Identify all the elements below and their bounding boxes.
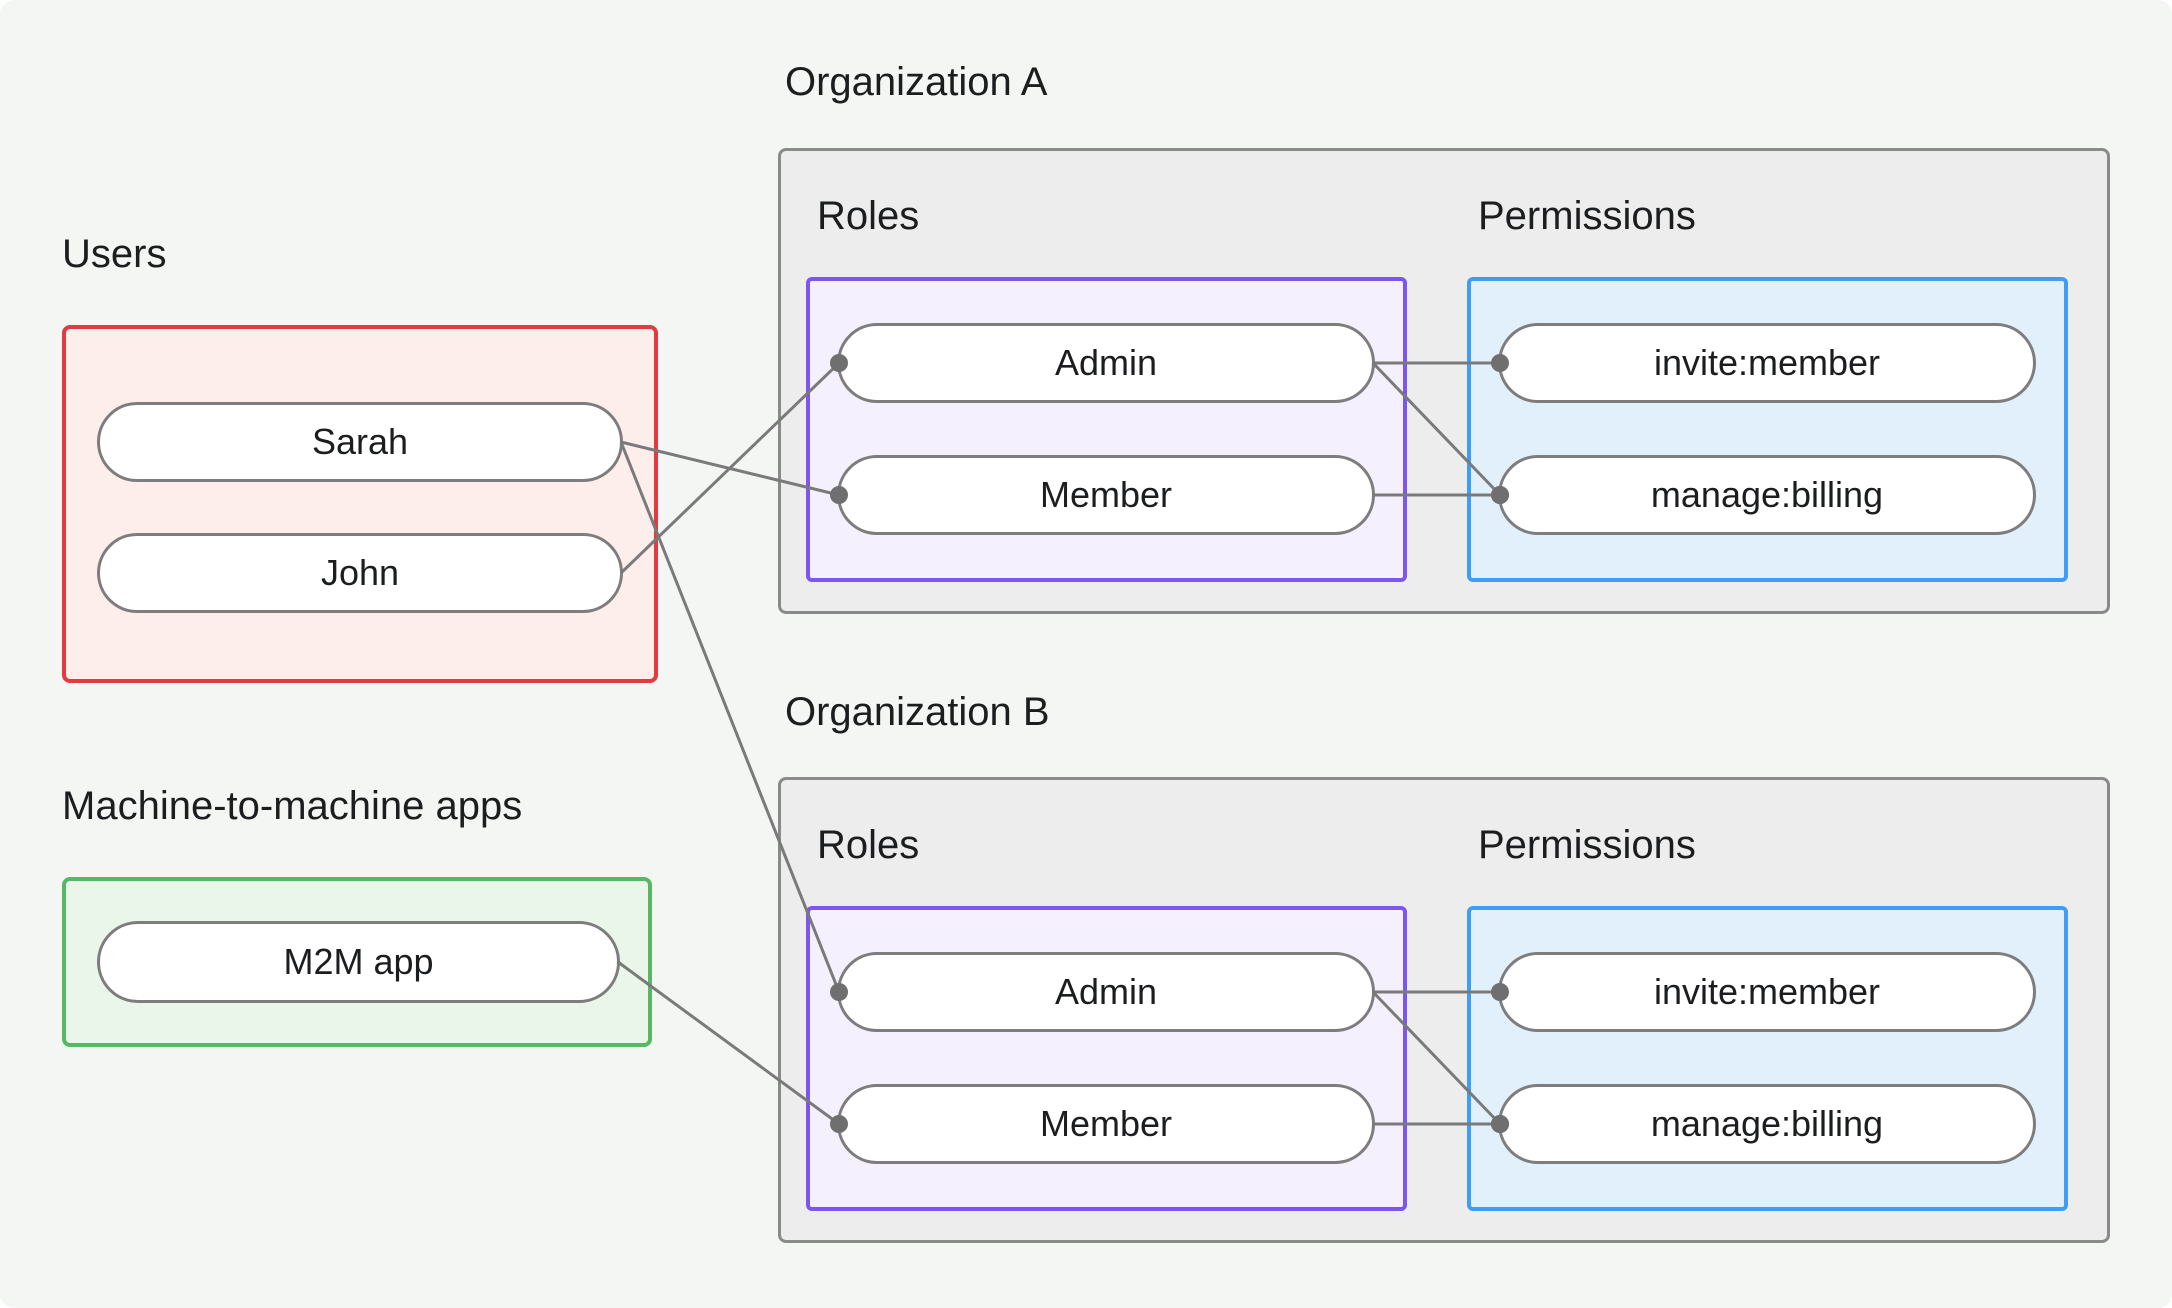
node-orgA-role-admin-label: Admin (1054, 342, 1158, 383)
node-user-sarah: Sarah (97, 402, 623, 482)
node-user-john-label: John (320, 552, 400, 593)
node-orgB-perm-billing: manage:billing (1498, 1084, 2036, 1164)
node-orgA-perm-invite: invite:member (1498, 323, 2036, 403)
node-orgB-role-member-label: Member (1039, 1103, 1173, 1144)
orgB-label: Organization B (785, 690, 1050, 734)
m2m-label: Machine-to-machine apps (62, 784, 523, 828)
orgA-roles-label: Roles (817, 194, 920, 238)
node-orgB-perm-invite: invite:member (1498, 952, 2036, 1032)
users-label: Users (62, 232, 167, 276)
node-user-john: John (97, 533, 623, 613)
node-orgB-perm-billing-label: manage:billing (1650, 1103, 1884, 1144)
node-orgA-role-admin: Admin (837, 323, 1375, 403)
orgA-label: Organization A (785, 60, 1048, 104)
orgB-permissions-label: Permissions (1478, 823, 1696, 867)
node-orgB-role-admin: Admin (837, 952, 1375, 1032)
node-orgA-perm-billing-label: manage:billing (1650, 474, 1884, 515)
node-orgA-perm-invite-label: invite:member (1653, 342, 1881, 383)
node-user-sarah-label: Sarah (311, 421, 409, 462)
orgB-roles-label: Roles (817, 823, 920, 867)
node-orgA-role-member: Member (837, 455, 1375, 535)
node-m2m-app-label: M2M app (283, 941, 434, 982)
node-orgB-role-admin-label: Admin (1054, 971, 1158, 1012)
node-orgB-role-member: Member (837, 1084, 1375, 1164)
node-orgA-role-member-label: Member (1039, 474, 1173, 515)
node-m2m-app: M2M app (97, 921, 620, 1003)
node-orgA-perm-billing: manage:billing (1498, 455, 2036, 535)
node-orgB-perm-invite-label: invite:member (1653, 971, 1881, 1012)
orgA-permissions-label: Permissions (1478, 194, 1696, 238)
users-box (62, 325, 658, 683)
